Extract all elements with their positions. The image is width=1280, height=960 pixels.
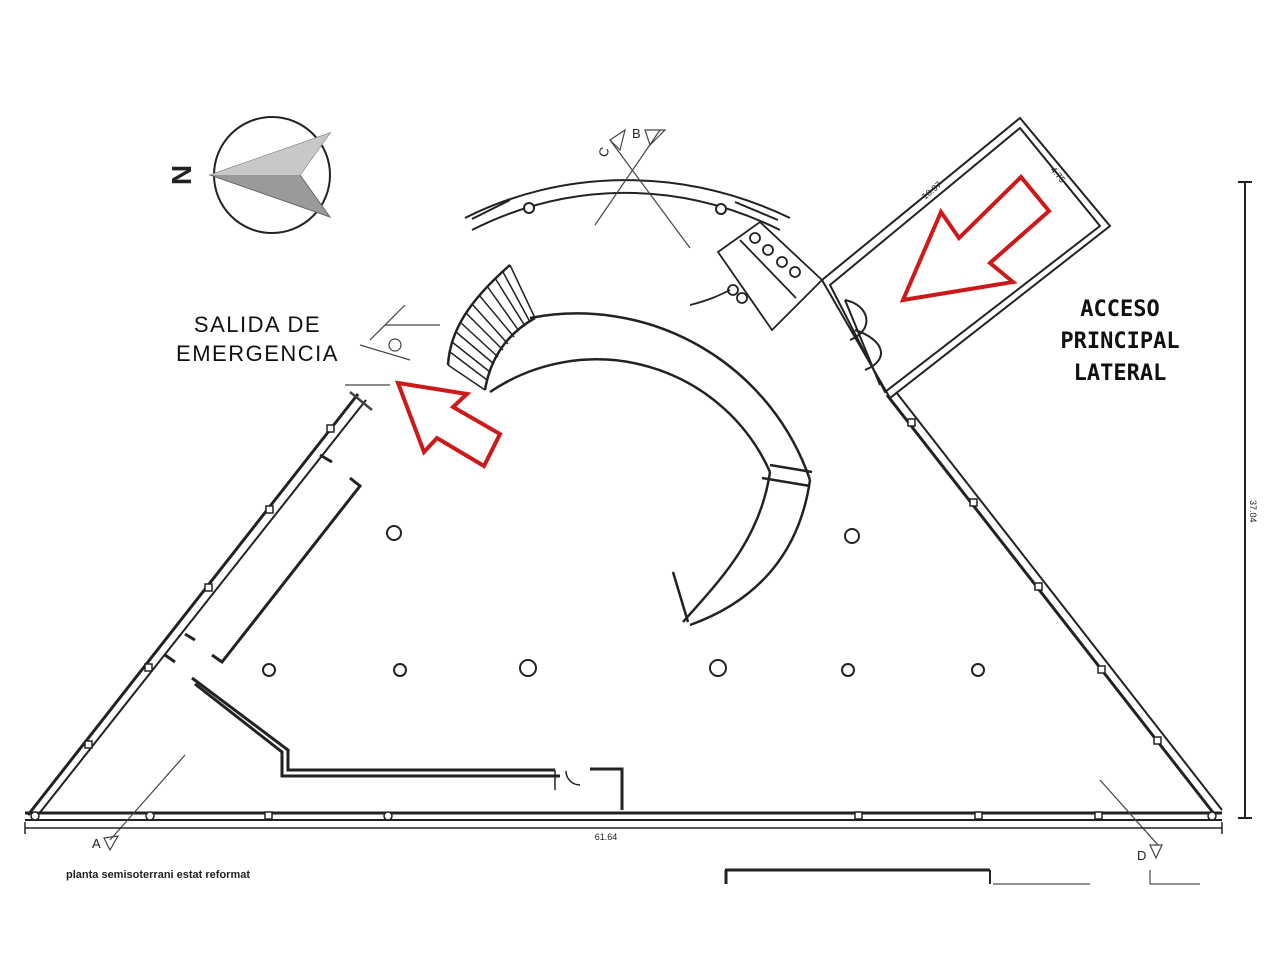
entry-vestibule	[820, 116, 1112, 400]
main-access-line-2: PRINCIPAL	[1060, 329, 1180, 354]
section-marks-top	[594, 128, 691, 249]
scale-bar	[724, 868, 1200, 885]
upper-arc	[464, 179, 791, 231]
base-dimension: 61.64	[595, 832, 618, 842]
section-mark-d: D	[1137, 848, 1146, 863]
building-outline	[25, 391, 1223, 821]
main-access-line-3: LATERAL	[1073, 361, 1167, 386]
curved-stair	[446, 264, 536, 391]
base-dimension-line	[24, 822, 1223, 834]
section-mark-c: C	[595, 145, 612, 159]
central-core	[489, 312, 813, 627]
main-access-arrow	[899, 174, 1052, 303]
height-dimension-line	[1238, 181, 1252, 819]
emergency-exit-label: SALIDA DE EMERGENCIA	[150, 310, 365, 368]
section-marks-bottom	[103, 754, 1163, 860]
interior-columns	[262, 525, 985, 677]
height-dimension: 37.04	[1248, 500, 1258, 523]
section-mark-b: B	[632, 126, 641, 141]
right-edge-columns	[907, 418, 1162, 745]
emergency-door-marks	[345, 304, 440, 411]
plan-caption: planta semisoterrani estat reformat	[66, 869, 251, 881]
main-access-label: ACCESO PRINCIPAL LATERAL	[1030, 294, 1210, 390]
main-access-line-1: ACCESO	[1080, 297, 1160, 322]
north-letter: N	[166, 165, 197, 185]
north-compass: N	[166, 116, 332, 234]
left-partitions	[164, 453, 624, 810]
emergency-exit-arrow	[394, 380, 503, 469]
emergency-exit-line-2: EMERGENCIA	[176, 341, 339, 366]
left-edge-columns	[84, 424, 335, 749]
base-columns	[30, 811, 1217, 821]
emergency-exit-line-1: SALIDA DE	[193, 312, 322, 337]
restroom-block	[689, 220, 824, 332]
section-mark-a: A	[92, 836, 101, 851]
